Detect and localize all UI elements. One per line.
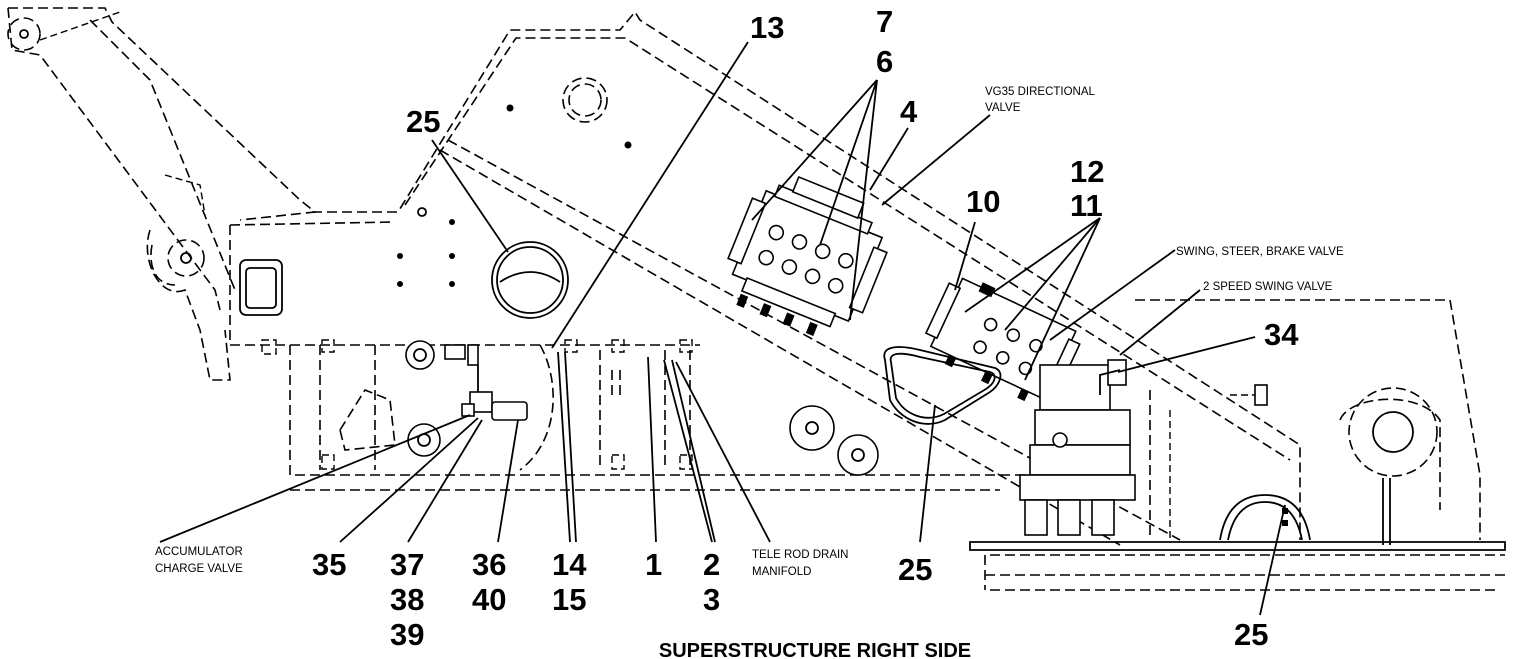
note-two-speed-swing: 2 SPEED SWING VALVE xyxy=(1203,281,1333,293)
callout-6: 6 xyxy=(876,44,893,79)
swing-drive xyxy=(1019,359,1136,536)
vg35-directional-valve xyxy=(727,175,888,336)
callout-38: 38 xyxy=(390,582,424,617)
note-vg35-line1: VG35 DIRECTIONAL xyxy=(985,86,1096,98)
note-swing-steer-brake: SWING, STEER, BRAKE VALVE xyxy=(1176,246,1344,258)
callout-34: 34 xyxy=(1264,317,1299,352)
callout-14: 14 xyxy=(552,547,587,582)
leader-lines xyxy=(159,41,1286,616)
callout-11: 11 xyxy=(1070,188,1103,223)
upper-housing xyxy=(229,10,1301,546)
note-vg35-line2: VALVE xyxy=(985,102,1021,114)
callout-25-mid: 25 xyxy=(898,552,932,587)
callout-7: 7 xyxy=(876,4,893,39)
callout-40: 40 xyxy=(472,582,506,617)
hose-reels xyxy=(789,405,879,476)
note-tele-rod-line1: TELE ROD DRAIN xyxy=(752,549,849,561)
callout-25-bottom: 25 xyxy=(1234,617,1268,652)
callout-12: 12 xyxy=(1070,154,1104,189)
callout-1: 1 xyxy=(645,547,662,582)
text-notes: VG35 DIRECTIONAL VALVE SWING, STEER, BRA… xyxy=(155,86,1344,578)
turntable-base xyxy=(969,494,1506,591)
boom-pivot-arm xyxy=(7,7,318,381)
note-accumulator-line1: ACCUMULATOR xyxy=(155,546,243,558)
diagram-caption: SUPERSTRUCTURE RIGHT SIDE xyxy=(659,640,971,659)
callout-39: 39 xyxy=(390,617,424,652)
callout-35: 35 xyxy=(312,547,346,582)
callout-labels: 13 7 6 4 25 12 10 11 34 35 37 38 39 36 4… xyxy=(312,4,1299,652)
lower-frame xyxy=(261,339,1030,491)
callout-2: 2 xyxy=(703,547,720,582)
callout-15: 15 xyxy=(552,582,586,617)
note-accumulator-line2: CHARGE VALVE xyxy=(155,563,243,575)
right-frame xyxy=(1135,299,1481,545)
accumulator-assembly xyxy=(405,340,528,457)
callout-3: 3 xyxy=(703,582,720,617)
callout-4: 4 xyxy=(900,94,918,129)
callout-36: 36 xyxy=(472,547,506,582)
access-cover xyxy=(883,346,1002,425)
note-tele-rod-line2: MANIFOLD xyxy=(752,566,811,578)
callout-37: 37 xyxy=(390,547,424,582)
callout-13: 13 xyxy=(750,10,784,45)
callout-10: 10 xyxy=(966,184,1000,219)
callout-25-top: 25 xyxy=(406,104,440,139)
